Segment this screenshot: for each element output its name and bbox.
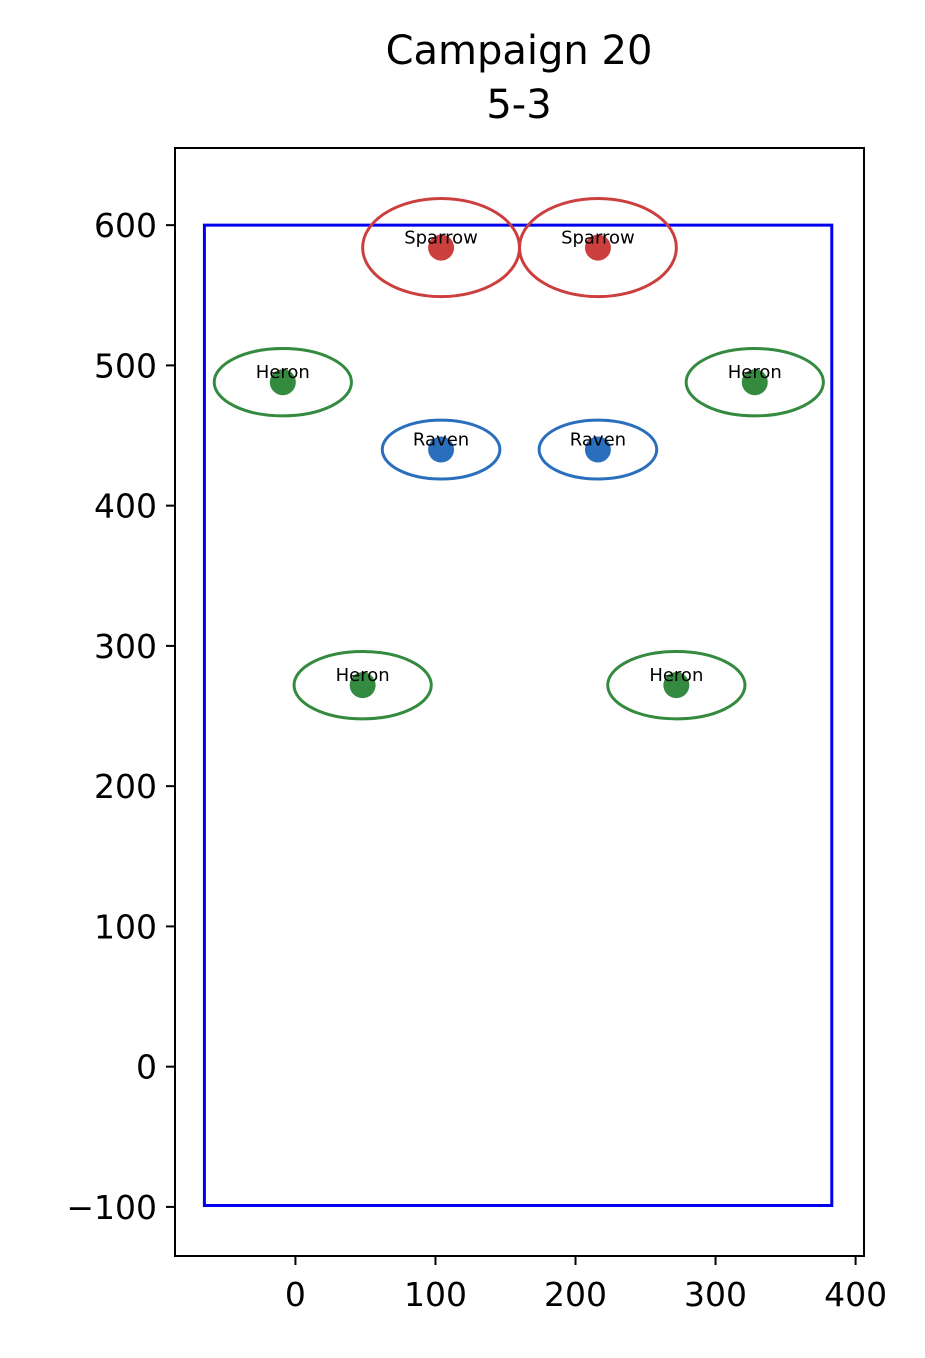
heron-point	[269, 369, 296, 396]
chart-subtitle: 5-3	[486, 82, 552, 128]
y-tick-label: 400	[94, 487, 157, 526]
y-tick-label: −100	[66, 1188, 157, 1227]
heron-point-label: Heron	[336, 665, 390, 686]
sparrow-point	[584, 234, 611, 261]
heron-range-ellipse	[292, 650, 433, 721]
x-tick-label: 100	[404, 1275, 467, 1314]
heron-point	[741, 369, 768, 396]
y-tick-label: 0	[136, 1048, 157, 1087]
y-tick-label: 200	[94, 767, 157, 806]
heron-range-ellipse	[684, 347, 825, 418]
raven-point-label: Raven	[570, 430, 626, 451]
x-tick-label: 0	[285, 1275, 306, 1314]
sparrow-point-label: Sparrow	[404, 228, 478, 249]
x-tick-label: 200	[544, 1275, 607, 1314]
heron-point-label: Heron	[256, 362, 310, 383]
heron-point-label: Heron	[649, 665, 703, 686]
y-tick-label: 300	[94, 627, 157, 666]
y-tick-label: 500	[94, 346, 157, 385]
axes-frame	[174, 147, 865, 1257]
raven-range-ellipse	[380, 418, 502, 481]
sparrow-range-ellipse	[518, 196, 678, 299]
x-tick-label: 400	[824, 1275, 887, 1314]
sparrow-point	[428, 234, 455, 261]
field-boundary	[202, 223, 834, 1208]
raven-range-ellipse	[537, 418, 659, 481]
chart-title: Campaign 20	[385, 28, 653, 74]
sparrow-point-label: Sparrow	[561, 228, 635, 249]
heron-range-ellipse	[606, 650, 747, 721]
heron-point	[663, 672, 690, 699]
raven-point	[428, 436, 455, 463]
heron-range-ellipse	[212, 347, 353, 418]
heron-point	[349, 672, 376, 699]
raven-point-label: Raven	[413, 430, 469, 451]
y-tick-label: 600	[94, 206, 157, 245]
y-tick-label: 100	[94, 907, 157, 946]
x-tick-label: 300	[684, 1275, 747, 1314]
heron-point-label: Heron	[728, 362, 782, 383]
raven-point	[584, 436, 611, 463]
